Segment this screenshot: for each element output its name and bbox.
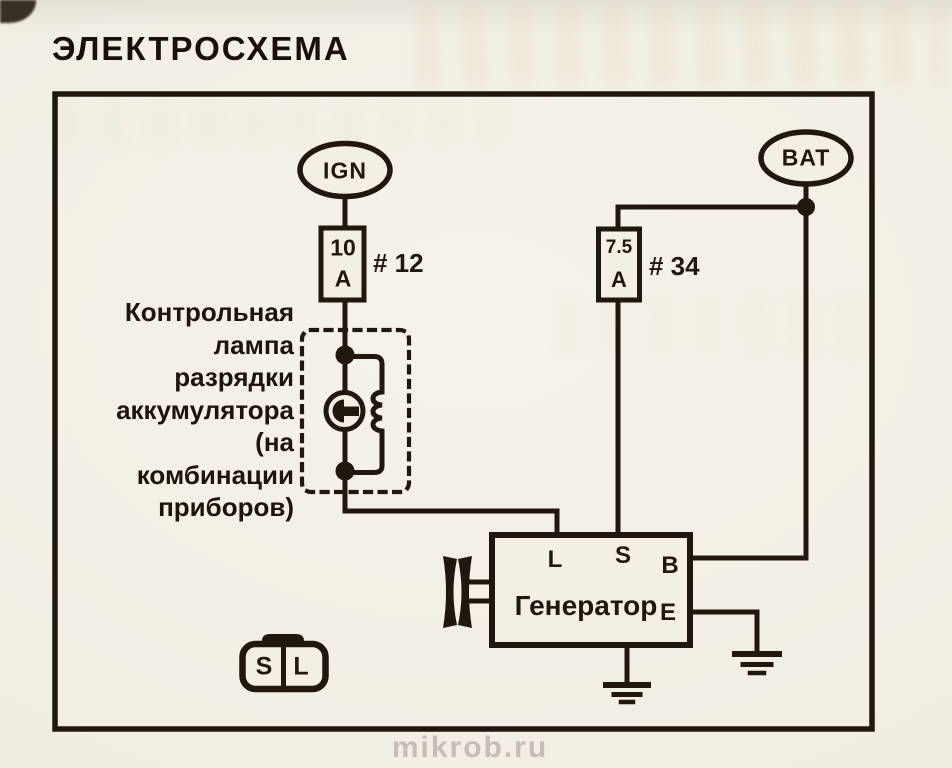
connector-plug-icon <box>239 634 329 693</box>
caption-line: (на <box>255 427 294 457</box>
connector-cell-s: S <box>255 652 273 681</box>
ground-icon-e-terminal <box>732 651 782 676</box>
caption-line: приборов) <box>158 492 294 522</box>
watermark: mikrob.ru <box>391 731 549 764</box>
resistor-branch <box>349 354 385 475</box>
fuse-12-amps: 10 <box>330 234 356 261</box>
generator-terminal-b: B <box>661 552 679 579</box>
warning-lamp-icon <box>323 390 366 432</box>
generator-terminal-l: L <box>547 546 563 573</box>
caption-line: Контрольная <box>124 297 294 327</box>
warning-lamp-caption: Контрольная лампа разрядки аккумулятора … <box>58 296 294 524</box>
junction-dots <box>335 198 815 481</box>
instrument-cluster-dashed-box <box>299 327 412 495</box>
generator-box <box>489 532 693 648</box>
caption-line: разрядки <box>174 362 294 392</box>
ground-icon-generator-body <box>603 682 651 705</box>
caption-line: лампа <box>213 329 294 360</box>
battery-source-symbol <box>758 129 854 187</box>
wire-bat-to-fuse34 <box>615 181 809 232</box>
caption-line: аккумулятора <box>116 394 294 425</box>
fuse-34-symbol <box>596 226 642 303</box>
page-title: ЭЛЕКТРОСХЕМА <box>52 30 350 67</box>
diagram-frame <box>52 91 875 732</box>
fuse-12-symbol <box>318 225 367 303</box>
generator-terminal-s: S <box>614 542 632 569</box>
generator-label: Генератор <box>514 590 658 621</box>
caption-line: комбинации <box>136 459 294 490</box>
bat-label: BAT <box>781 144 831 171</box>
fuse-12-unit: A <box>334 265 352 292</box>
generator-terminal-e: E <box>659 599 677 626</box>
fuse-34-amps: 7.5 <box>605 237 633 258</box>
ign-label: IGN <box>323 157 367 184</box>
fuse-12-ref: # 12 <box>373 248 424 278</box>
pulley-icon <box>443 556 495 628</box>
fuse-34-ref: # 34 <box>649 251 700 281</box>
wire-bat-to-generator-B <box>687 204 809 561</box>
ignition-source-symbol <box>297 140 393 200</box>
connector-cell-l: L <box>293 652 309 681</box>
fuse-34-unit: A <box>611 267 627 292</box>
wire-generator-E-to-ground <box>687 609 760 656</box>
